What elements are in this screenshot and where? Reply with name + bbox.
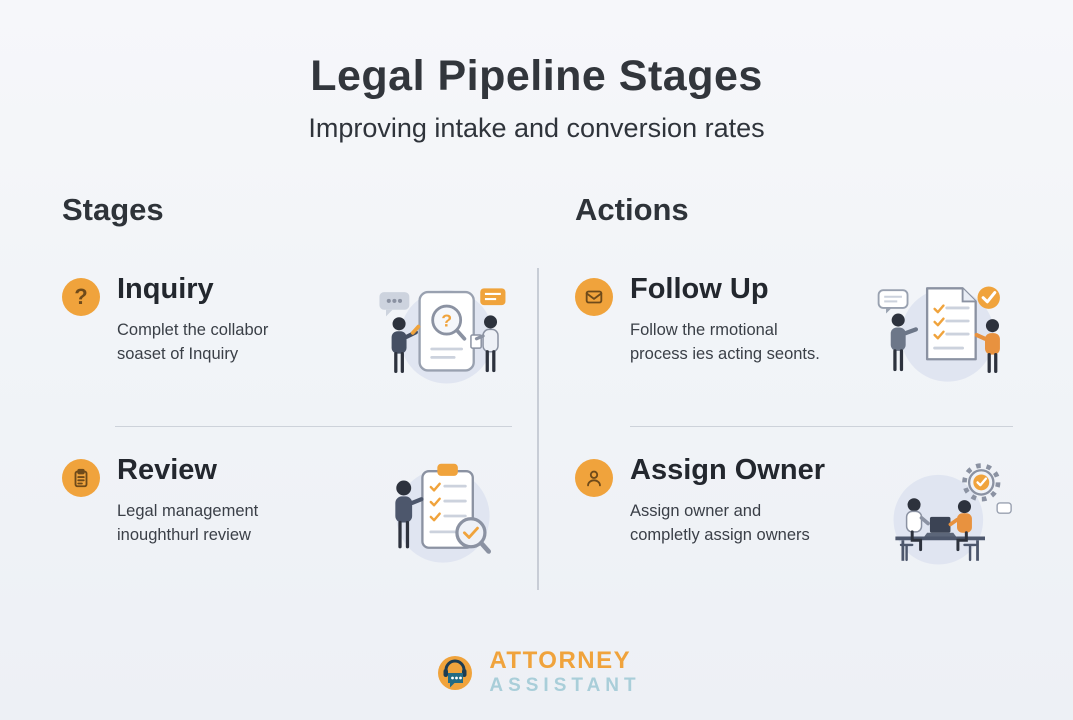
- question-icon: ?: [62, 278, 100, 316]
- action-item-assign-owner: Assign Owner Assign owner and completly …: [575, 455, 1013, 583]
- stages-heading: Stages: [62, 192, 164, 227]
- column-divider: [537, 268, 539, 590]
- review-illustration: [372, 449, 512, 583]
- page-title: Legal Pipeline Stages: [310, 52, 763, 100]
- stage-title-review: Review: [117, 454, 217, 486]
- actions-row-divider: [630, 426, 1013, 427]
- stage-desc-inquiry: Complet the collabor soaset of Inquiry: [117, 321, 269, 363]
- brand-name-top: ATTORNEY: [489, 647, 632, 674]
- envelope-icon: [575, 278, 613, 316]
- clipboard-icon: [62, 459, 100, 497]
- stage-title-inquiry: Inquiry: [117, 273, 214, 305]
- attorney-assistant-logo-icon: [432, 649, 478, 695]
- follow-up-illustration: [873, 268, 1013, 402]
- assign-owner-illustration: [873, 449, 1013, 583]
- header: Legal Pipeline Stages Improving intake a…: [0, 52, 1073, 144]
- brand-name-bottom: ASSISTANT: [489, 675, 641, 697]
- stages-column: Stages ? Inquiry Complet the collabor so…: [62, 192, 512, 583]
- stage-item-inquiry: ? Inquiry Complet the collabor soaset of…: [62, 274, 512, 402]
- stages-row-divider: [115, 426, 512, 427]
- stage-desc-review: Legal management inoughthurl review: [117, 502, 259, 544]
- inquiry-illustration: ?: [372, 268, 512, 402]
- action-title-follow-up: Follow Up: [630, 273, 769, 305]
- page-subtitle: Improving intake and conversion rates: [308, 113, 765, 143]
- actions-column: Actions Follow Up Follow the rmotional p…: [575, 192, 1013, 583]
- action-desc-assign-owner: Assign owner and completly assign owners: [630, 502, 810, 544]
- action-item-follow-up: Follow Up Follow the rmotional process i…: [575, 274, 1013, 402]
- brand-footer: ATTORNEY ASSISTANT: [0, 648, 1073, 696]
- stage-item-review: Review Legal management inoughthurl revi…: [62, 455, 512, 583]
- svg-text:?: ?: [441, 311, 452, 331]
- action-title-assign-owner: Assign Owner: [630, 454, 825, 486]
- actions-heading: Actions: [575, 192, 689, 227]
- user-icon: [575, 459, 613, 497]
- action-desc-follow-up: Follow the rmotional process ies acting …: [630, 321, 820, 363]
